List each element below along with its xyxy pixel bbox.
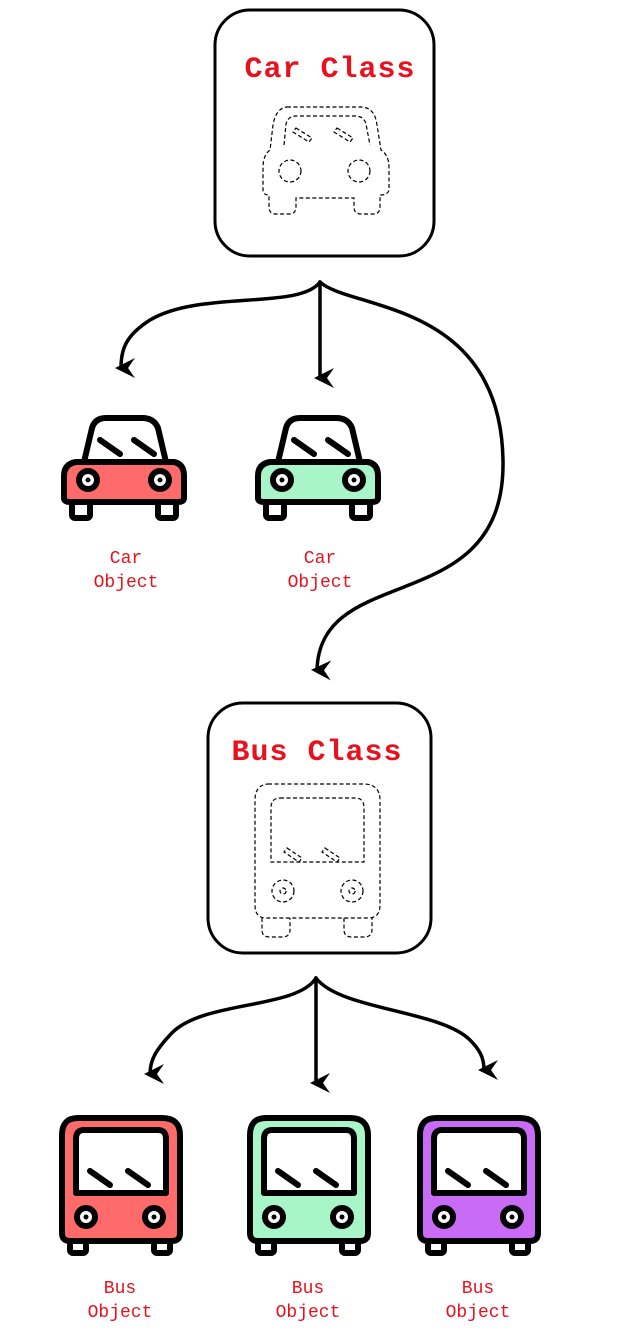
- bus-class-arrows: [144, 976, 499, 1093]
- object-label-line1: Car: [304, 549, 336, 569]
- bus-class-title: Bus Class: [231, 736, 402, 770]
- object-label-line1: Bus: [462, 1279, 494, 1299]
- object-label-line1: Car: [110, 549, 142, 569]
- bus-icon: [247, 1115, 371, 1256]
- object-label-line2: Object: [276, 1303, 341, 1323]
- object-label-line2: Object: [288, 573, 353, 593]
- object-label-line2: Object: [446, 1303, 511, 1323]
- object-label-line1: Bus: [104, 1279, 136, 1299]
- arrow-to-bus-object-3: [314, 976, 499, 1080]
- object-label-line2: Object: [94, 573, 159, 593]
- car-icon: [255, 415, 381, 521]
- car-class-arrows: [115, 280, 505, 681]
- bus-outline-icon: [254, 783, 381, 938]
- object-label-line2: Object: [88, 1303, 153, 1323]
- bus-icon: [59, 1115, 183, 1256]
- car-class-box: Car Class: [213, 8, 436, 258]
- arrow-to-bus-object-1: [144, 976, 318, 1085]
- object-label-line1: Bus: [292, 1279, 324, 1299]
- car-icon: [61, 415, 187, 521]
- car-class-title: Car Class: [244, 53, 415, 87]
- arrow-to-bus-class: [311, 280, 505, 681]
- bus-icon: [417, 1115, 541, 1256]
- car-outline-icon: [262, 106, 390, 215]
- bus-class-box: Bus Class: [206, 701, 433, 955]
- arrow-to-car-object-1: [115, 280, 322, 379]
